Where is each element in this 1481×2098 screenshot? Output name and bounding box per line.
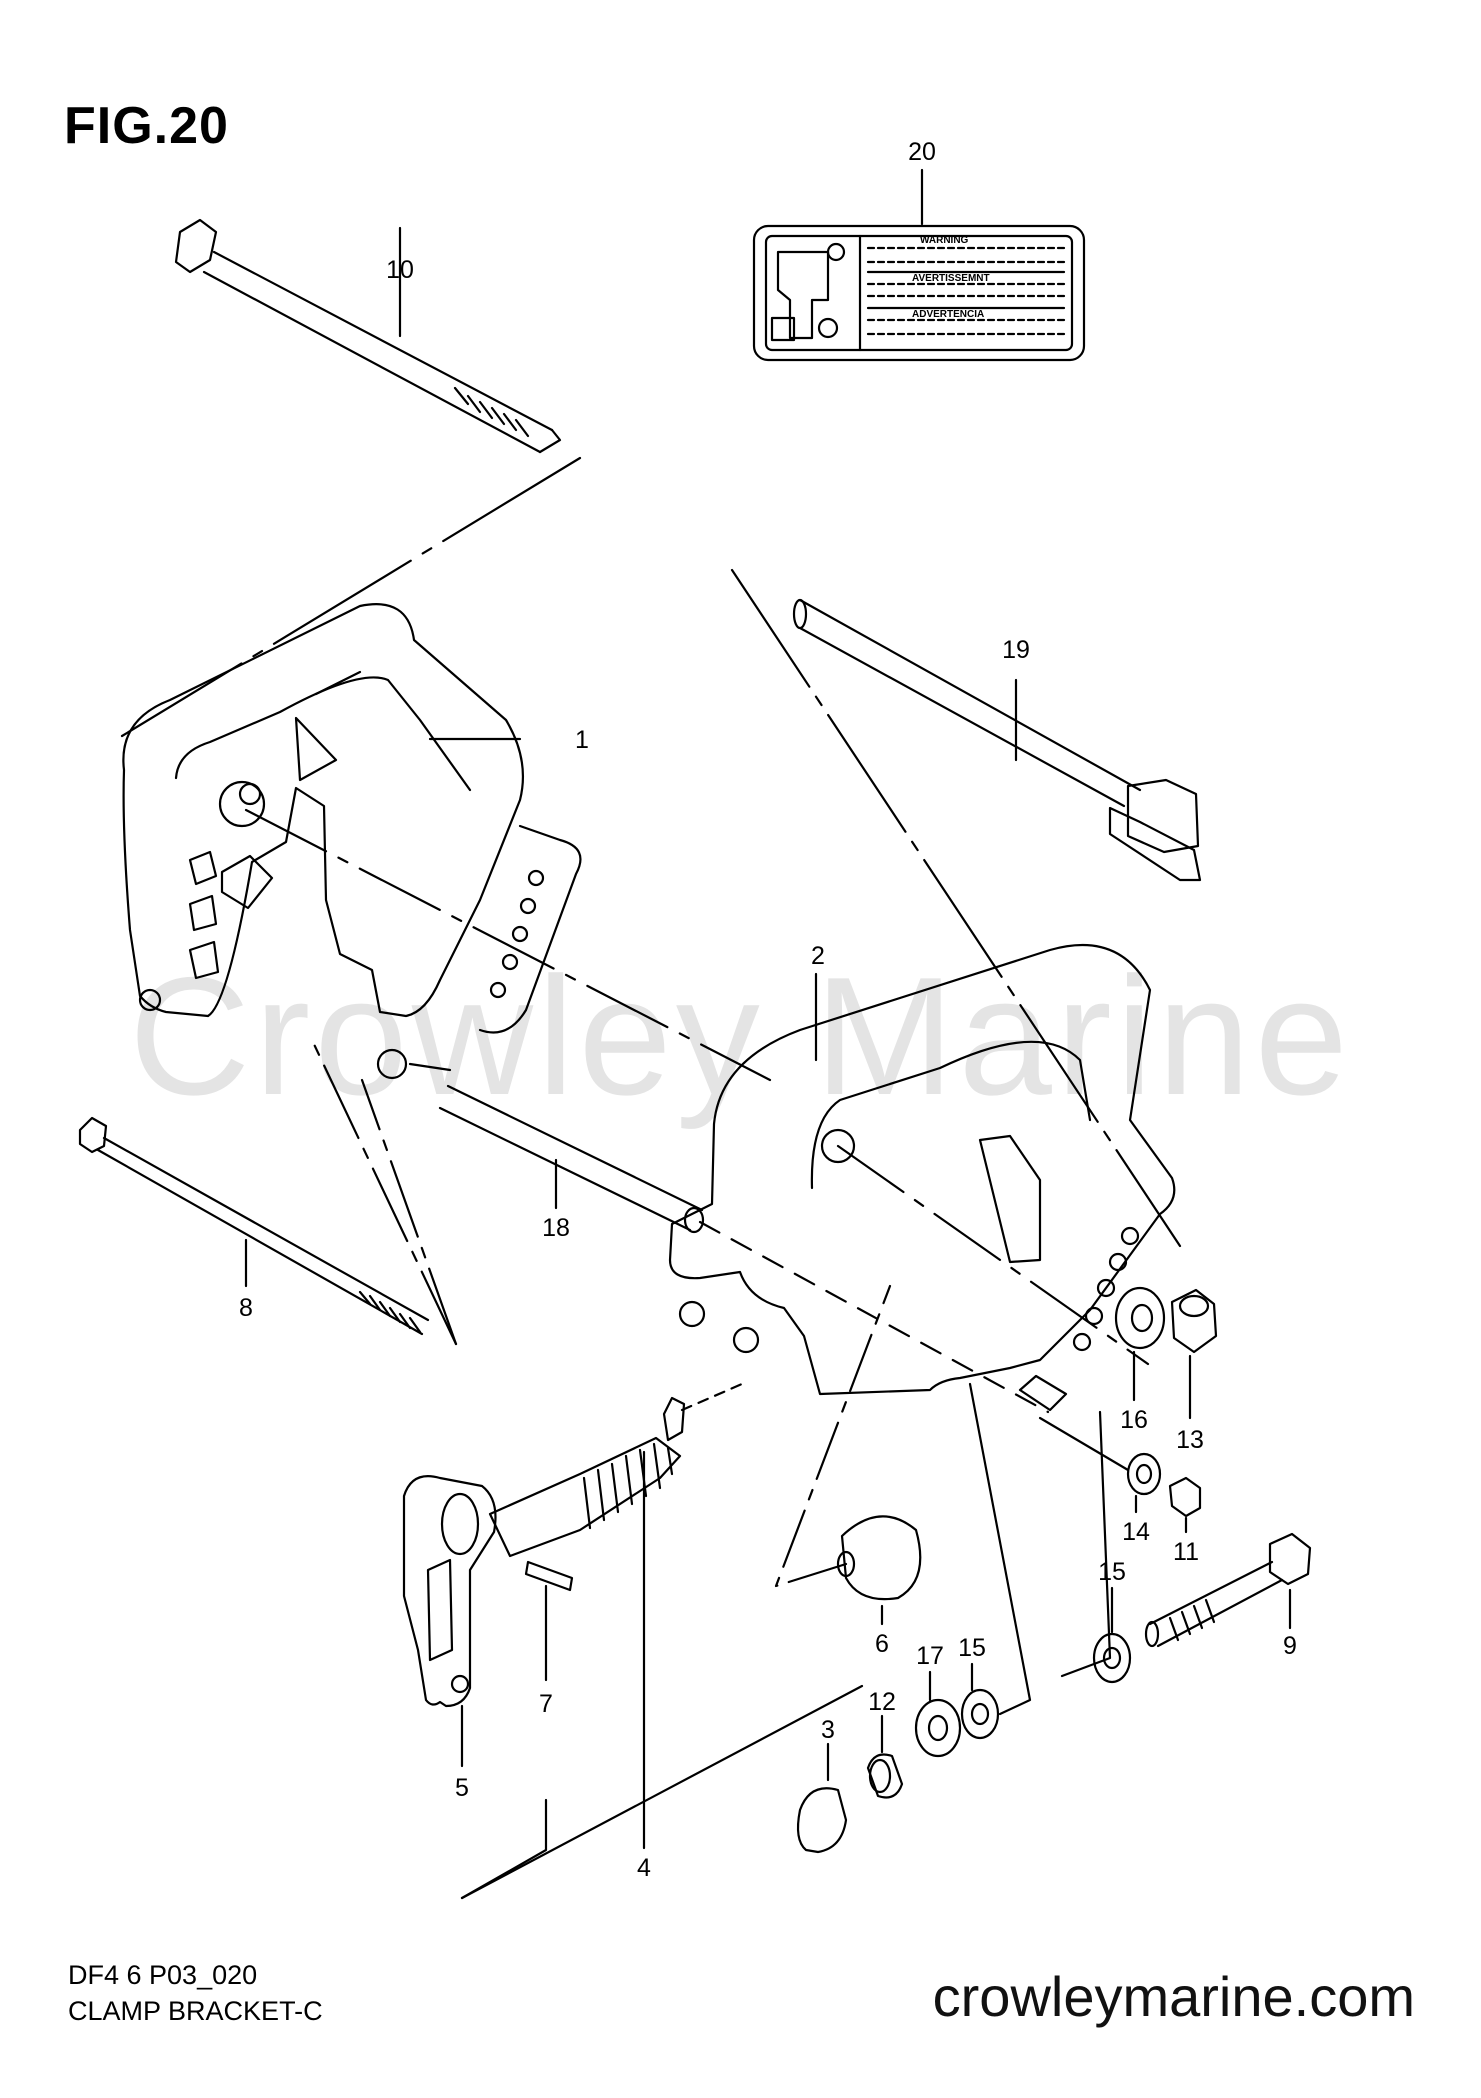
decal-line-3: ADVERTENCIA — [912, 309, 984, 320]
callout-7: 7 — [539, 1690, 553, 1718]
callout-8: 8 — [239, 1294, 253, 1322]
part-14-washer: 14 — [1122, 1452, 1162, 1546]
callout-11: 11 — [1173, 1538, 1199, 1566]
figure-title: FIG.20 — [64, 97, 229, 155]
section-name: CLAMP BRACKET-C — [68, 1996, 323, 2026]
callout-20: 20 — [908, 138, 936, 166]
callout-3: 3 — [821, 1716, 835, 1744]
leader-group-5-7 — [460, 1798, 548, 1900]
leader-9-group — [1060, 1410, 1112, 1678]
part-12-collar: 12 — [866, 1688, 904, 1799]
leader-14 — [1038, 1416, 1130, 1472]
callout-17: 17 — [916, 1642, 944, 1670]
callout-1: 1 — [575, 726, 589, 754]
part-16-washer: 16 — [1114, 1286, 1166, 1434]
part-15-washer-left: 15 — [958, 1634, 1000, 1740]
leader-group-6 — [460, 1684, 864, 1900]
part-10-bolt — [174, 218, 562, 454]
callout-14: 14 — [1122, 1518, 1150, 1546]
part-5-clamp-handle: 5 — [402, 1475, 497, 1802]
part-13-nut: 13 — [1170, 1288, 1218, 1454]
leader-1-axis — [244, 808, 772, 1082]
part-7-pin: 7 — [524, 1560, 574, 1718]
callout-9: 9 — [1283, 1632, 1297, 1660]
callout-19: 19 — [1002, 636, 1030, 664]
leader-19 — [730, 568, 1182, 1248]
leader-4 — [680, 1382, 744, 1412]
callout-4: 4 — [637, 1854, 651, 1882]
part-15-washer-right: 15 — [1092, 1558, 1132, 1684]
callout-16: 16 — [1120, 1406, 1148, 1434]
leader-18 — [698, 1220, 1050, 1414]
decal-clamp-pictogram — [770, 242, 846, 342]
part-8-bolt: 8 — [78, 1116, 430, 1336]
callout-6: 6 — [875, 1630, 889, 1658]
part-17-washer: 17 — [914, 1642, 962, 1758]
part-18-pin: 18 — [438, 1084, 705, 1242]
leader-8b — [360, 1078, 458, 1346]
callout-2: 2 — [811, 942, 825, 970]
callout-10: 10 — [386, 256, 414, 284]
callout-15b: 15 — [958, 1634, 986, 1662]
leader-15-group — [968, 1382, 1032, 1716]
leader-6 — [774, 1284, 892, 1588]
diagram-code: DF4 6 P03_020 — [68, 1960, 258, 1990]
leader-8 — [310, 1038, 458, 1346]
decal-line-2: AVERTISSEMNT — [912, 273, 990, 284]
website-link[interactable]: crowleymarine.com — [932, 1965, 1415, 2028]
part-19-rod: 19 — [792, 598, 1202, 882]
part-9-bolt: 9 — [1144, 1532, 1312, 1660]
callout-12: 12 — [868, 1688, 896, 1716]
callout-15a: 15 — [1098, 1558, 1126, 1586]
part-3-cap: 3 — [796, 1716, 848, 1854]
leader-10 — [120, 456, 582, 738]
leader-2-axis — [836, 1144, 1150, 1366]
part-1-left-clamp-bracket: 1 — [122, 603, 589, 1080]
callout-5: 5 — [455, 1774, 469, 1802]
watermark: Crowley Marine — [129, 942, 1352, 1130]
part-6-grip-cap: 6 — [836, 1515, 922, 1658]
callout-18: 18 — [542, 1214, 570, 1242]
part-2-right-clamp-bracket: 2 — [668, 942, 1176, 1412]
part-4-clamp-screw: 4 — [488, 1396, 686, 1882]
decal-line-1: WARNING — [920, 235, 969, 246]
part-20-warning-label: WARNING AVERTISSEMNT ADVERTENCIA — [752, 168, 1086, 362]
callout-13: 13 — [1176, 1426, 1204, 1454]
part-11-nut: 11 — [1168, 1476, 1202, 1566]
